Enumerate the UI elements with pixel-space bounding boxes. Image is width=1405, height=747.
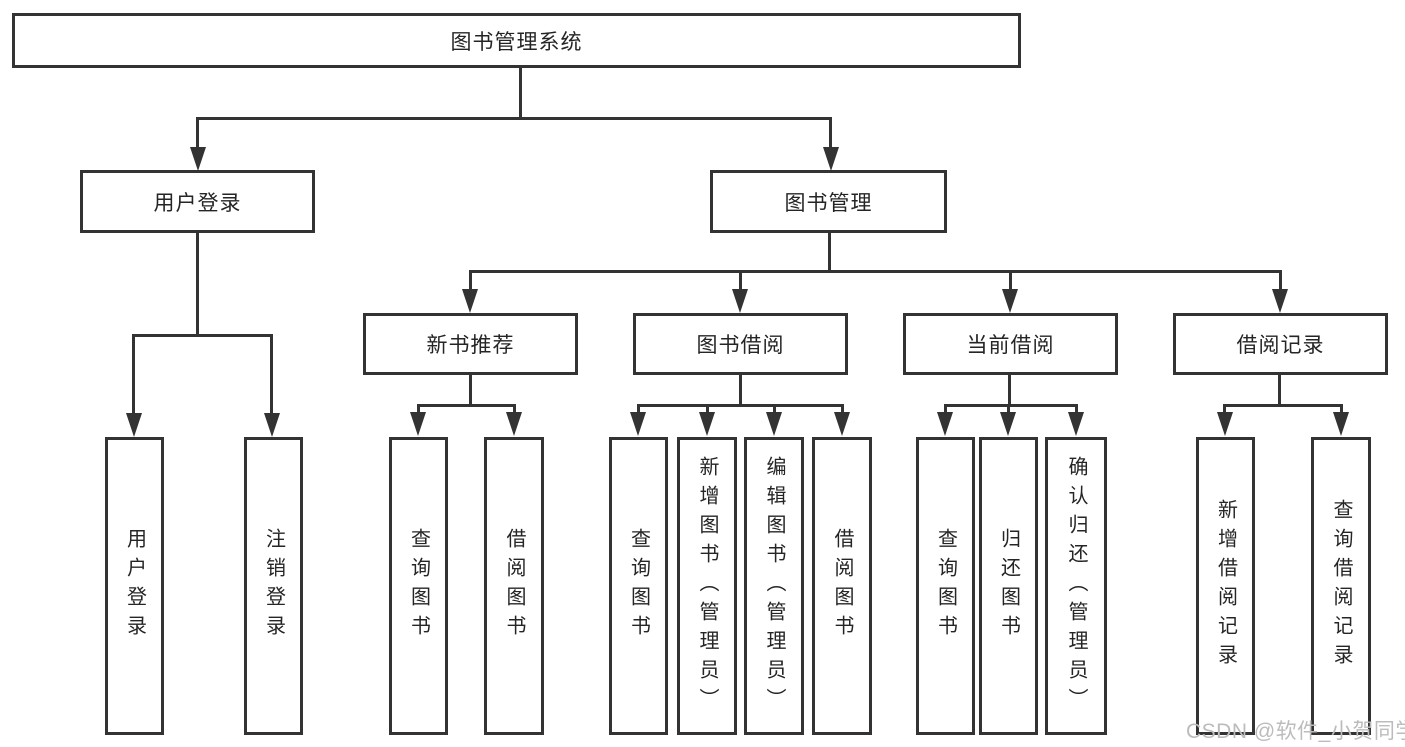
arrowhead-recquery (410, 412, 426, 436)
leaf-cb-return-books-label: 归还图书 (997, 528, 1020, 644)
leaf-br-query-record-label: 查询借阅记录 (1330, 499, 1352, 673)
arrowhead-bookmgmt (823, 147, 839, 171)
arrowhead-recborrow (506, 412, 522, 436)
arrowhead-userlogin (190, 147, 206, 171)
connector-bbborrow-drop (841, 404, 844, 414)
connector-currentborrow-stem (1008, 375, 1011, 406)
connector-bbquery-drop (637, 404, 640, 414)
node-borrowing-record-label: 借阅记录 (1236, 334, 1325, 357)
node-book-management: 图书管理 (710, 170, 947, 233)
connector-bookmgmt-stem (828, 233, 831, 272)
leaf-bb-edit-books-admin: 编辑图书（管理员） (744, 437, 804, 735)
connector-borrowrecord-branch (1223, 404, 1342, 407)
connector-loginleaf-drop (132, 334, 135, 415)
leaf-bb-edit-books-admin-label: 编辑图书（管理员） (763, 455, 785, 717)
arrowhead-brquery (1333, 412, 1349, 436)
leaf-br-add-record: 新增借阅记录 (1196, 437, 1255, 735)
arrowhead-cbconfirm (1068, 412, 1084, 436)
leaf-cb-return-books: 归还图书 (979, 437, 1038, 735)
connector-bradd-drop (1223, 404, 1226, 414)
node-user-login-label: 用户登录 (153, 191, 242, 215)
csdn-watermark: CSDN @软件_小贺同学 (1186, 720, 1405, 743)
arrowhead-bbadd (699, 412, 715, 436)
connector-borrowrecord-stem (1278, 375, 1281, 406)
leaf-bb-add-books-admin: 新增图书（管理员） (677, 437, 737, 735)
leaf-bb-borrow-books: 借阅图书 (812, 437, 872, 735)
connector-brquery-drop (1340, 404, 1343, 414)
leaf-cb-confirm-return-admin-label: 确认归还（管理员） (1065, 455, 1087, 717)
arrowhead-bbedit (766, 412, 782, 436)
connector-borrowrecord-drop (1279, 270, 1282, 292)
node-book-borrowing-label: 图书借阅 (696, 334, 785, 357)
connector-recquery-drop (417, 404, 420, 414)
node-current-borrowing: 当前借阅 (903, 313, 1118, 375)
connector-bookmgmt-branch (469, 270, 1281, 273)
leaf-logout: 注销登录 (244, 437, 303, 735)
leaf-bb-borrow-books-label: 借阅图书 (831, 528, 853, 644)
leaf-user-login-label: 用户登录 (123, 528, 146, 644)
connector-bookmgmt-drop (829, 117, 832, 149)
connector-root-stem (519, 68, 522, 120)
connector-bbedit-drop (773, 404, 776, 414)
arrowhead-newbookrec (462, 289, 478, 313)
arrowhead-loginleaf (126, 413, 142, 437)
arrowhead-cbquery (937, 412, 953, 436)
connector-newbookrec-stem (469, 375, 472, 406)
connector-recborrow-drop (513, 404, 516, 414)
arrowhead-borrowrecord (1272, 289, 1288, 313)
node-book-management-label: 图书管理 (784, 191, 873, 215)
arrowhead-currentborrow (1002, 289, 1018, 313)
connector-cbquery-drop (944, 404, 947, 414)
connector-bookborrow-stem (739, 375, 742, 406)
leaf-rec-query-books-label: 查询图书 (407, 528, 430, 644)
arrowhead-logoutleaf (264, 413, 280, 437)
connector-currentborrow-branch (944, 404, 1077, 407)
arrowhead-bradd (1217, 412, 1233, 436)
arrowhead-cbreturn (1000, 412, 1016, 436)
connector-userlogin-stem (196, 233, 199, 336)
connector-bookborrow-branch (637, 404, 843, 407)
connector-currentborrow-drop (1009, 270, 1012, 292)
connector-bookborrow-drop (739, 270, 742, 292)
connector-root-branch (196, 117, 832, 120)
connector-userlogin-branch (132, 334, 273, 337)
leaf-br-add-record-label: 新增借阅记录 (1214, 499, 1237, 673)
connector-newbookrec-drop (469, 270, 472, 292)
node-root-label: 图书管理系统 (450, 30, 583, 54)
arrowhead-bbborrow (834, 412, 850, 436)
arrowhead-bbquery (630, 412, 646, 436)
leaf-bb-query-books-label: 查询图书 (627, 528, 650, 644)
leaf-cb-confirm-return-admin: 确认归还（管理员） (1045, 437, 1107, 735)
node-borrowing-record: 借阅记录 (1173, 313, 1388, 375)
connector-userlogin-drop (196, 117, 199, 149)
connector-newbookrec-branch (417, 404, 515, 407)
leaf-br-query-record: 查询借阅记录 (1311, 437, 1371, 735)
leaf-cb-query-books: 查询图书 (916, 437, 975, 735)
connector-bbadd-drop (706, 404, 709, 414)
node-current-borrowing-label: 当前借阅 (966, 334, 1055, 357)
leaf-rec-borrow-books: 借阅图书 (484, 437, 544, 735)
node-root: 图书管理系统 (12, 13, 1021, 68)
node-user-login: 用户登录 (80, 170, 315, 233)
node-new-book-recommend: 新书推荐 (363, 313, 578, 375)
leaf-rec-borrow-books-label: 借阅图书 (503, 528, 525, 644)
leaf-bb-query-books: 查询图书 (609, 437, 668, 735)
connector-logoutleaf-drop (270, 334, 273, 415)
leaf-user-login: 用户登录 (105, 437, 164, 735)
leaf-logout-label: 注销登录 (262, 528, 285, 644)
leaf-rec-query-books: 查询图书 (389, 437, 448, 735)
arrowhead-bookborrow (732, 289, 748, 313)
connector-cbconfirm-drop (1075, 404, 1078, 414)
leaf-bb-add-books-admin-label: 新增图书（管理员） (696, 455, 718, 717)
leaf-cb-query-books-label: 查询图书 (934, 528, 957, 644)
node-book-borrowing: 图书借阅 (633, 313, 848, 375)
connector-cbreturn-drop (1007, 404, 1010, 414)
node-new-book-recommend-label: 新书推荐 (426, 334, 515, 357)
